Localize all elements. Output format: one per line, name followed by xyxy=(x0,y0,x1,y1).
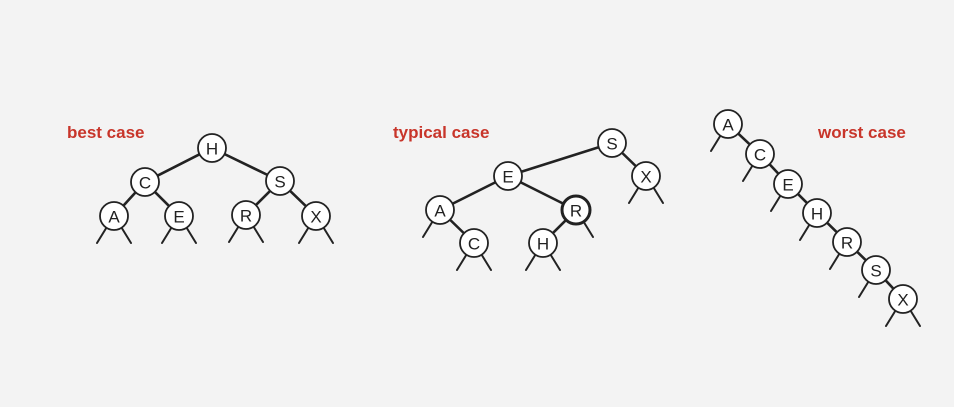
tree-node-e xyxy=(493,161,523,191)
tree-node-x xyxy=(301,201,331,231)
typical-case-label: typical case xyxy=(393,123,489,142)
best-case-tree: best case H C S A E R X xyxy=(67,123,334,244)
tree-node-a xyxy=(99,201,129,231)
tree-node-label-x: X xyxy=(640,168,651,187)
tree-node-c xyxy=(130,167,160,197)
null-link-a-left xyxy=(422,220,434,238)
tree-node-r xyxy=(832,227,862,257)
null-link-a-left xyxy=(96,226,108,244)
tree-edge-c-e xyxy=(153,190,171,208)
tree-edge-h-s xyxy=(223,152,269,177)
tree-node-s xyxy=(265,166,295,196)
tree-edge-r-h xyxy=(551,218,568,235)
null-link-x-right xyxy=(909,309,921,327)
tree-node-label-e: E xyxy=(173,208,184,227)
worst-case-label: worst case xyxy=(817,123,906,142)
tree-node-label-s: S xyxy=(870,262,881,281)
null-link-e-left xyxy=(161,226,173,244)
null-link-x-left xyxy=(628,186,640,204)
tree-node-r xyxy=(560,194,592,226)
tree-edge-s-r xyxy=(254,189,272,207)
null-link-a-left xyxy=(710,134,722,152)
tree-node-label-a: A xyxy=(434,202,446,221)
best-case-label: best case xyxy=(67,123,145,142)
tree-node-label-s: S xyxy=(274,173,285,192)
null-link-r-left xyxy=(228,225,240,243)
tree-node-label-r: R xyxy=(570,202,582,221)
tree-node-label-c: C xyxy=(754,146,766,165)
tree-node-h xyxy=(802,198,832,228)
null-link-a-right xyxy=(120,226,132,244)
tree-node-c xyxy=(745,139,775,169)
tree-edge-e-a xyxy=(451,180,497,206)
null-link-e-right xyxy=(185,226,197,244)
tree-edge-h-r xyxy=(825,221,839,234)
tree-edge-a-c xyxy=(448,218,466,235)
tree-node-label-e: E xyxy=(782,176,793,195)
null-link-h-right xyxy=(549,253,561,271)
tree-node-label-h: H xyxy=(537,235,549,254)
null-link-r-right xyxy=(582,220,594,238)
tree-edge-e-h xyxy=(796,192,809,205)
tree-edge-s-x xyxy=(884,278,895,291)
tree-node-s xyxy=(861,255,891,285)
null-link-r-right xyxy=(252,225,264,243)
tree-edge-r-s xyxy=(855,250,868,262)
tree-node-c xyxy=(459,228,489,258)
tree-edge-c-a xyxy=(122,191,137,207)
tree-node-label-e: E xyxy=(502,168,513,187)
tree-node-h xyxy=(528,228,558,258)
tree-node-a xyxy=(425,195,455,225)
tree-edge-s-e xyxy=(520,145,600,174)
tree-edge-a-c xyxy=(736,132,752,146)
tree-node-label-h: H xyxy=(206,140,218,159)
null-link-s-left xyxy=(858,280,870,298)
tree-node-e xyxy=(164,201,194,231)
tree-node-label-h: H xyxy=(811,205,823,224)
tree-node-a xyxy=(713,109,743,139)
null-link-c-left xyxy=(742,164,754,182)
tree-node-label-r: R xyxy=(240,207,252,226)
tree-node-label-x: X xyxy=(310,208,321,227)
null-link-x-right xyxy=(322,226,334,244)
typical-case-tree: typical case S E X A R C H xyxy=(393,123,664,271)
tree-node-label-x: X xyxy=(897,291,908,310)
tree-edge-s-x xyxy=(288,189,308,208)
null-link-c-right xyxy=(480,253,492,271)
null-link-c-left xyxy=(456,253,468,271)
tree-node-label-c: C xyxy=(139,174,151,193)
tree-edge-s-x xyxy=(620,151,638,168)
tree-node-e xyxy=(773,169,803,199)
tree-node-label-s: S xyxy=(606,135,617,154)
null-link-h-left xyxy=(799,223,811,241)
null-link-h-left xyxy=(525,253,537,271)
tree-node-label-r: R xyxy=(841,234,853,253)
tree-node-x xyxy=(631,161,661,191)
tree-node-s xyxy=(597,128,627,158)
tree-node-label-a: A xyxy=(108,208,120,227)
tree-node-label-a: A xyxy=(722,116,734,135)
null-link-x-left xyxy=(885,309,897,327)
tree-edge-e-r xyxy=(519,180,565,206)
tree-node-h xyxy=(197,133,227,163)
tree-node-r xyxy=(231,200,261,230)
tree-node-x xyxy=(888,284,918,314)
tree-edge-h-c xyxy=(156,153,201,177)
tree-edge-c-e xyxy=(768,162,780,176)
null-link-e-left xyxy=(770,194,782,212)
tree-node-label-c: C xyxy=(468,235,480,254)
null-link-x-left xyxy=(298,226,310,244)
null-link-x-right xyxy=(652,186,664,204)
null-link-r-left xyxy=(829,252,841,270)
